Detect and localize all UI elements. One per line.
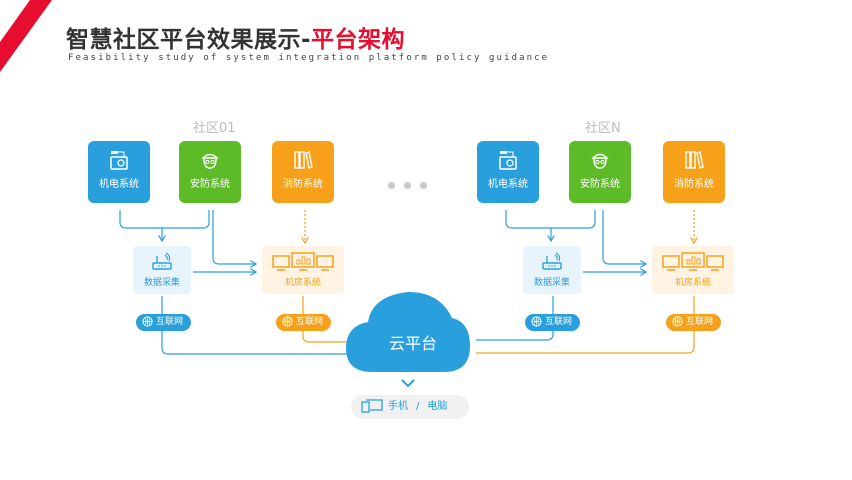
page-subtitle: Feasibility study of system integration … bbox=[68, 53, 550, 63]
system-card-security[interactable]: 安防系统 bbox=[569, 141, 631, 203]
electromechanical-icon bbox=[110, 151, 128, 170]
internet-badge[interactable]: 互联网 bbox=[136, 314, 192, 331]
machine-room-label: 机房系统 bbox=[284, 278, 321, 288]
router-icon bbox=[542, 252, 562, 270]
data-collection-label: 数据采集 bbox=[143, 278, 180, 288]
separator: / bbox=[416, 401, 420, 412]
internet-label: 互联网 bbox=[686, 317, 714, 327]
phone-label: 手机 bbox=[388, 401, 408, 412]
machine-room-box[interactable]: 机房系统 bbox=[262, 246, 344, 294]
phone-computer-icon bbox=[361, 399, 383, 413]
system-card-fire[interactable]: 消防系统 bbox=[663, 141, 725, 203]
cloud-platform-label: 云平台 bbox=[388, 334, 437, 353]
internet-label: 互联网 bbox=[156, 317, 184, 327]
data-collection-label: 数据采集 bbox=[533, 278, 570, 288]
router-icon bbox=[152, 252, 172, 270]
ellipsis-dots bbox=[388, 174, 436, 193]
internet-badge[interactable]: 互联网 bbox=[666, 314, 722, 331]
community-label: 社区N bbox=[585, 121, 621, 136]
system-card-fire[interactable]: 消防系统 bbox=[272, 141, 334, 203]
data-collection-box[interactable]: 数据采集 bbox=[523, 246, 581, 294]
system-label: 消防系统 bbox=[283, 179, 323, 190]
globe-icon bbox=[282, 316, 293, 327]
system-card-security[interactable]: 安防系统 bbox=[179, 141, 241, 203]
community-01-connectors bbox=[119, 210, 356, 355]
machine-room-box[interactable]: 机房系统 bbox=[652, 246, 734, 294]
security-guard-icon bbox=[201, 153, 219, 169]
globe-icon bbox=[531, 316, 542, 327]
data-collection-box[interactable]: 数据采集 bbox=[133, 246, 191, 294]
cloud-shape bbox=[346, 292, 470, 372]
electromechanical-icon bbox=[499, 151, 517, 170]
system-label: 机电系统 bbox=[99, 179, 139, 190]
title-highlight: 平台架构 bbox=[311, 27, 406, 53]
machine-room-label: 机房系统 bbox=[674, 278, 711, 288]
fire-binders-icon bbox=[294, 151, 313, 169]
chevron-down-icon bbox=[401, 379, 415, 388]
system-label: 机电系统 bbox=[488, 179, 528, 190]
device-access-pill[interactable]: 手机 / 电脑 bbox=[351, 395, 469, 419]
community-n-connectors bbox=[476, 210, 694, 354]
internet-badge[interactable]: 互联网 bbox=[525, 314, 581, 331]
globe-icon bbox=[672, 316, 683, 327]
globe-icon bbox=[142, 316, 153, 327]
system-label: 安防系统 bbox=[190, 179, 230, 190]
system-label: 消防系统 bbox=[674, 179, 714, 190]
computer-label: 电脑 bbox=[427, 401, 448, 412]
internet-label: 互联网 bbox=[545, 317, 573, 327]
corner-stripe-decoration bbox=[0, 0, 52, 72]
page-title: 智慧社区平台效果展示-平台架构 bbox=[66, 20, 405, 54]
monitors-icon bbox=[272, 252, 334, 271]
system-label: 安防系统 bbox=[580, 179, 620, 190]
system-card-electromechanical[interactable]: 机电系统 bbox=[88, 141, 150, 203]
security-guard-icon bbox=[591, 153, 609, 169]
community-label: 社区01 bbox=[193, 121, 236, 136]
internet-label: 互联网 bbox=[296, 317, 324, 327]
internet-badge[interactable]: 互联网 bbox=[276, 314, 332, 331]
monitors-icon bbox=[662, 252, 724, 271]
fire-binders-icon bbox=[685, 151, 704, 169]
title-main: 智慧社区平台效果展示- bbox=[66, 27, 312, 53]
system-card-electromechanical[interactable]: 机电系统 bbox=[477, 141, 539, 203]
